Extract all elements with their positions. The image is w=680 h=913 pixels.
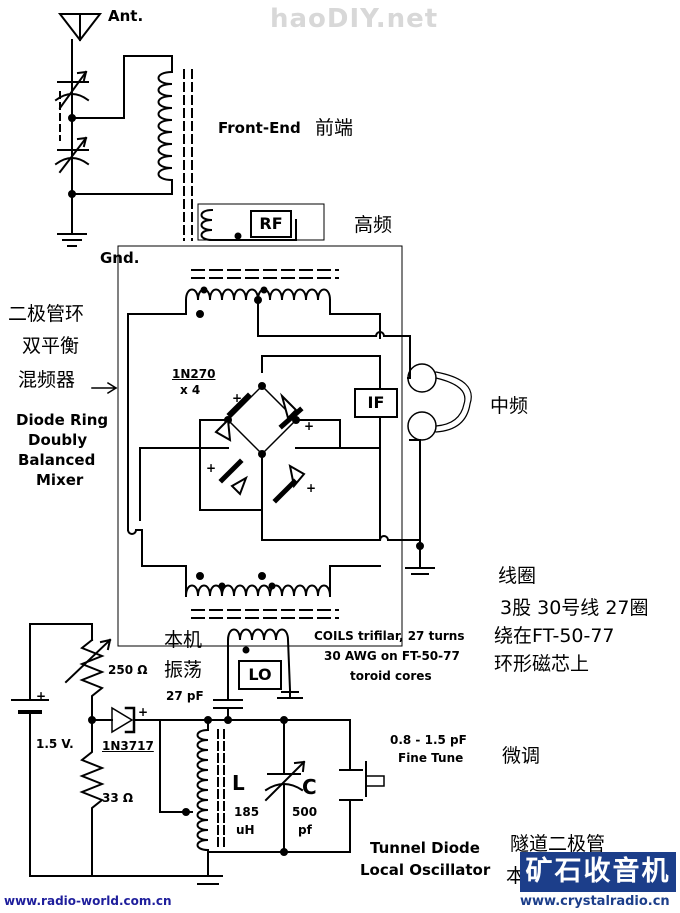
label-lo-cn-1: 本机 <box>164 629 203 651</box>
label-mixer-en-4: Mixer <box>36 471 84 489</box>
label-front-end-cn: 前端 <box>315 117 354 139</box>
label-tunnel-diode: 1N3717 <box>102 739 154 753</box>
lo-coil <box>226 628 292 692</box>
label-fine-tune-val: 0.8 - 1.5 pF <box>390 733 467 747</box>
label-coil-cn-1: 线圈 <box>498 565 537 587</box>
label-coil-cn-2: 3股 30号线 27圈 <box>500 597 649 619</box>
front-end-variable-capacitor-lower <box>54 136 90 174</box>
label-diode-qty: x 4 <box>180 383 201 397</box>
ground-symbol-lo <box>277 689 303 699</box>
diode-plus-4: + <box>306 481 317 495</box>
label-osc-cn: 隧道二极管 <box>510 833 606 855</box>
label-mixer-en-3: Balanced <box>18 451 96 469</box>
label-mixer-en-2: Doubly <box>28 431 88 449</box>
tunnel-diode <box>111 706 136 734</box>
antenna-symbol <box>57 13 103 42</box>
label-mixer-en-1: Diode Ring <box>16 411 109 429</box>
lower-transformer-coil <box>184 584 332 598</box>
label-rf-cn: 高频 <box>354 214 393 236</box>
label-osc-en-1: Tunnel Diode <box>370 839 480 857</box>
mixer-enclosure <box>117 245 403 647</box>
label-ground: Gnd. <box>100 249 140 267</box>
label-r-250: 250 Ω <box>108 663 148 677</box>
front-end-core-lines <box>183 69 193 241</box>
if-box: IF <box>354 388 398 418</box>
rf-label: RF <box>259 214 283 233</box>
label-osc-en-2: Local Oscillator <box>360 861 491 879</box>
fine-tune-capacitor <box>339 747 385 853</box>
label-antenna: Ant. <box>108 7 144 25</box>
label-capacitor: C <box>302 775 317 799</box>
lo-box: LO <box>238 660 282 690</box>
front-end-variable-capacitor-upper <box>54 70 90 110</box>
label-inductor-val-1: 185 <box>234 805 260 819</box>
tank-inductor-core <box>217 729 225 851</box>
tank-variable-capacitor <box>264 760 306 802</box>
label-mixer-cn-3: 混频器 <box>18 369 76 391</box>
resistor-33 <box>79 719 105 877</box>
rf-box: RF <box>250 210 292 238</box>
label-inductor-val-2: uH <box>236 823 255 837</box>
lower-transformer-core <box>191 609 339 619</box>
front-end-coil <box>157 70 174 182</box>
label-coils-en-1: COILS trifilar, 27 turns <box>314 629 465 643</box>
ground-symbol-if <box>405 559 435 575</box>
coupling-capacitor-27pf <box>213 699 243 709</box>
label-battery: 1.5 V. <box>36 737 74 751</box>
label-front-end: Front-End <box>218 119 301 137</box>
label-mixer-cn-1: 二极管环 <box>8 303 85 325</box>
if-headphones <box>407 363 472 441</box>
label-fine-tune-cn: 微调 <box>502 745 541 767</box>
label-mixer-cn-2: 双平衡 <box>22 335 80 357</box>
tunnel-diode-plus: + <box>138 705 149 719</box>
footer-url-left: www.radio-world.com.cn <box>4 894 172 908</box>
footer-logo-text: 矿石收音机 <box>525 856 671 887</box>
footer-url-right: www.crystalradio.cn <box>520 894 670 909</box>
label-diode-part: 1N270 <box>172 367 216 381</box>
label-coil-cn-3: 绕在FT-50-77 <box>494 625 615 647</box>
label-coils-en-3: toroid cores <box>350 669 432 683</box>
watermark-top: haoDIY.net <box>270 4 439 34</box>
tank-inductor <box>196 728 210 852</box>
battery-plus: + <box>36 689 47 703</box>
label-capacitor-val-1: 500 <box>292 805 318 819</box>
diode-ring <box>214 382 306 504</box>
diode-plus-1: + <box>232 391 243 405</box>
diode-plus-3: + <box>206 461 217 475</box>
label-r-33: 33 Ω <box>102 791 134 805</box>
label-if-cn: 中频 <box>490 395 529 417</box>
diode-plus-2: + <box>304 419 315 433</box>
label-cap-27pf: 27 pF <box>166 689 204 703</box>
label-inductor: L <box>232 771 245 795</box>
label-coil-cn-4: 环形磁芯上 <box>494 653 590 675</box>
lo-label: LO <box>248 665 272 684</box>
ground-symbol-oscillator <box>193 861 223 885</box>
if-label: IF <box>367 393 385 412</box>
label-lo-cn-2: 振荡 <box>164 659 203 681</box>
rf-coil <box>200 208 214 242</box>
potentiometer-250 <box>64 638 112 721</box>
upper-transformer-core <box>191 269 339 279</box>
ground-symbol-front-end <box>57 233 87 247</box>
label-fine-tune: Fine Tune <box>398 751 464 765</box>
label-coils-en-2: 30 AWG on FT-50-77 <box>324 649 460 663</box>
label-capacitor-val-2: pf <box>298 823 312 837</box>
footer-logo: 矿石收音机 <box>520 852 676 892</box>
